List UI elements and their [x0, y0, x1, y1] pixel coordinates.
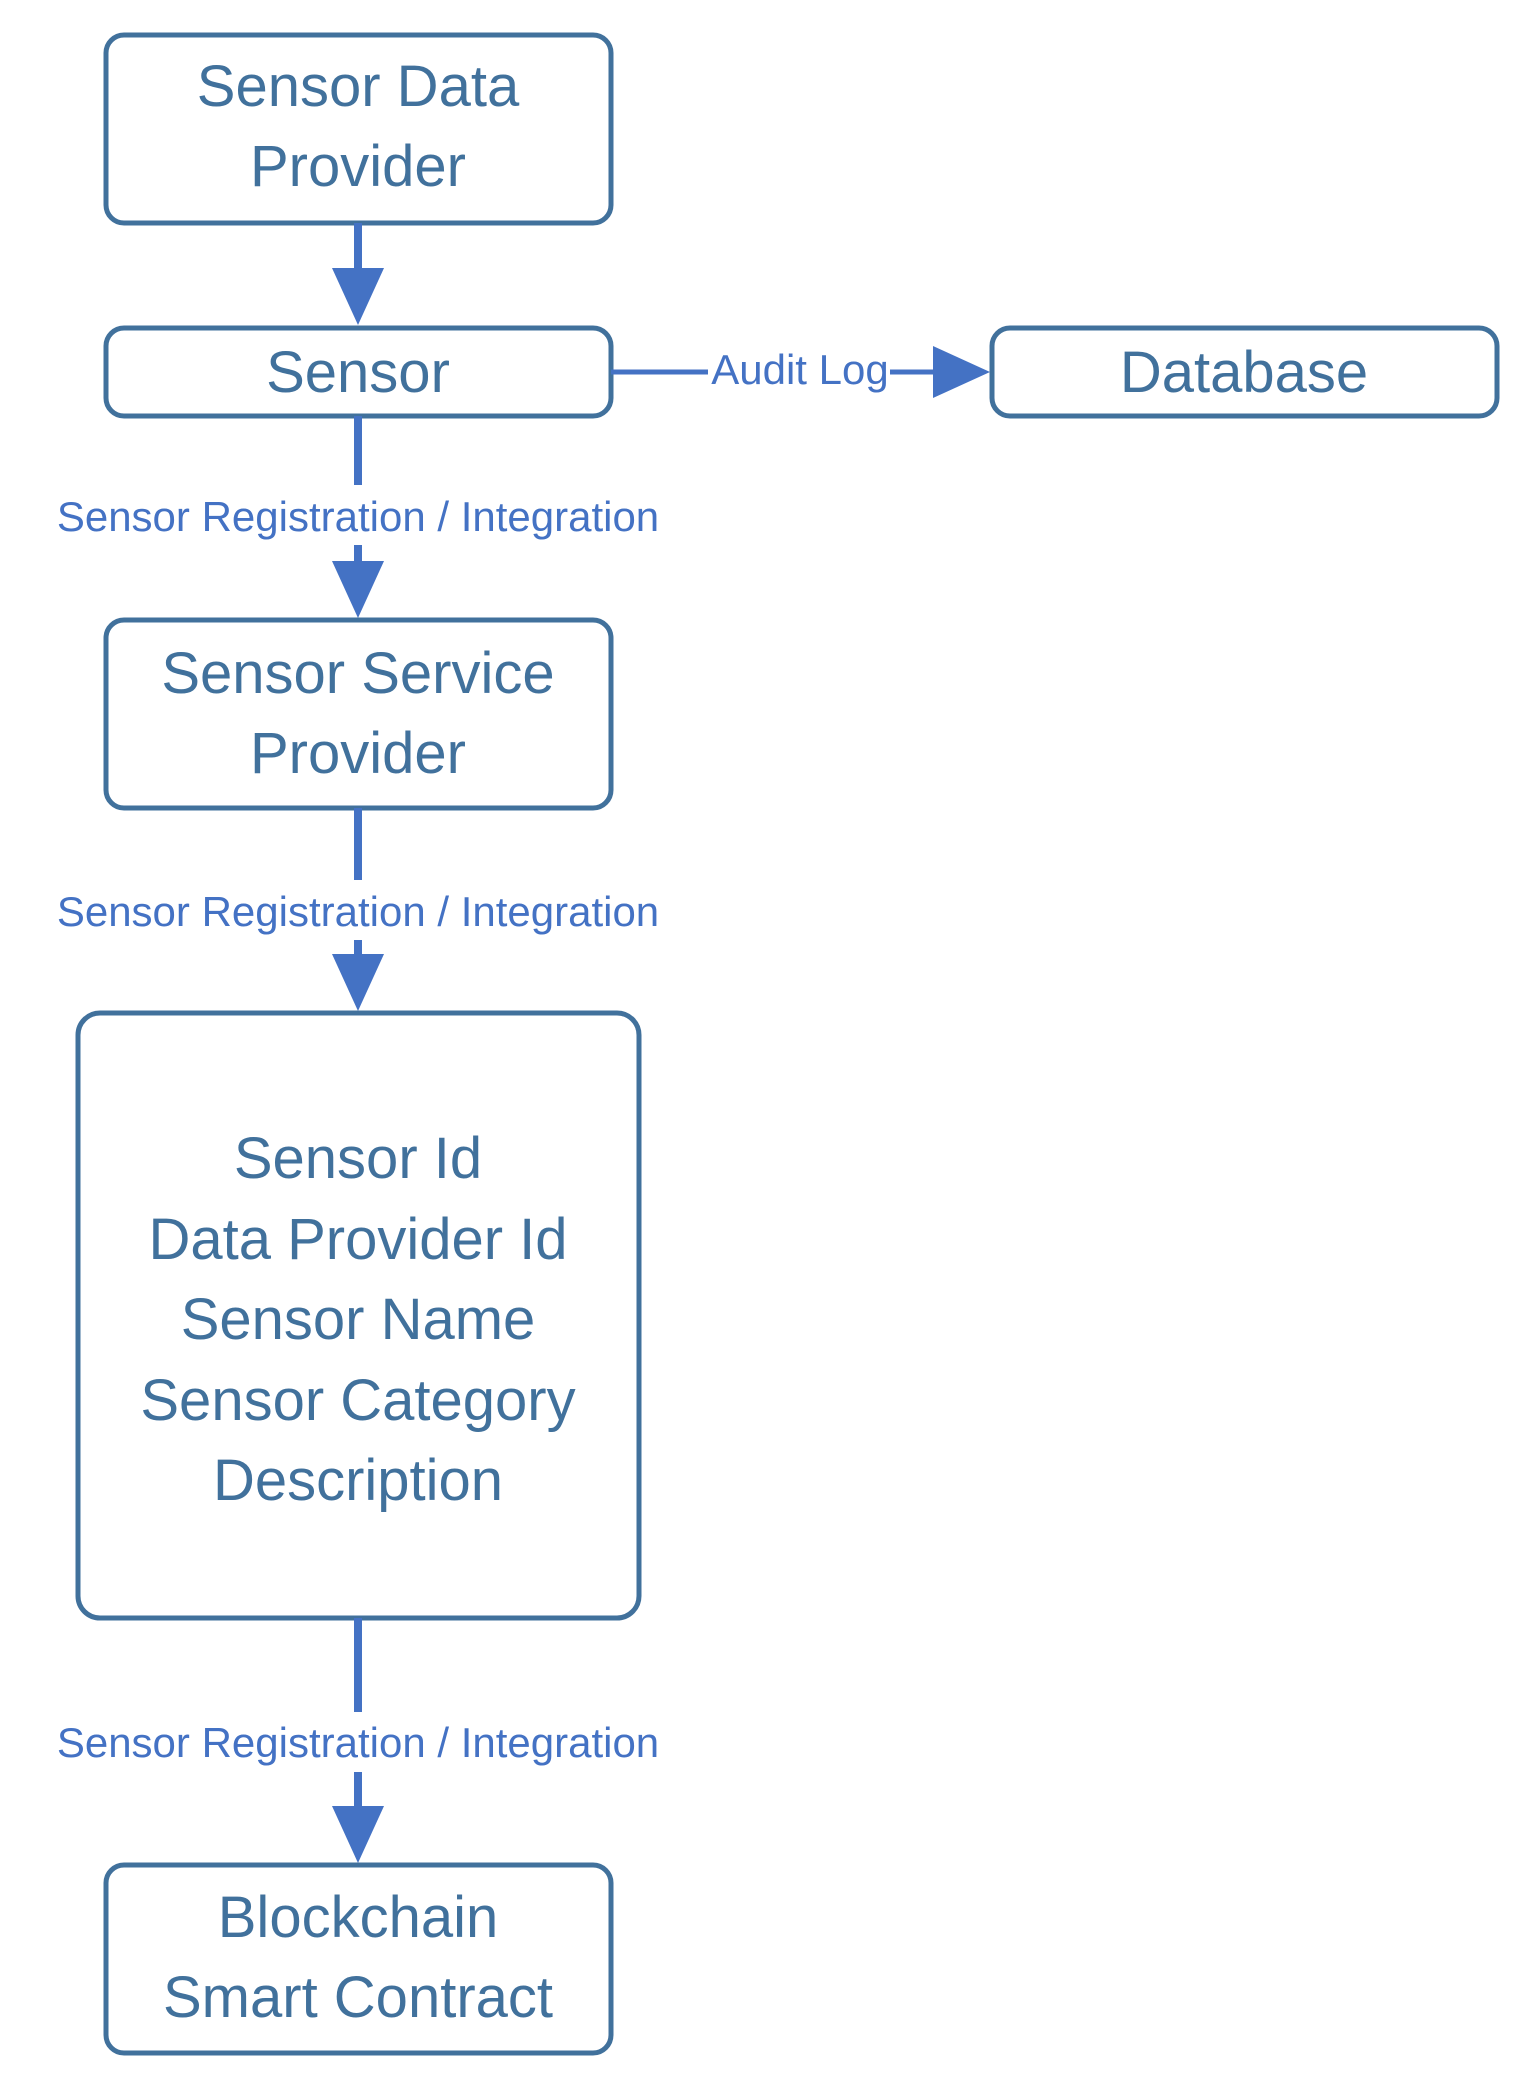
field-description: Description: [213, 1448, 503, 1513]
sensor-service-provider-label-line-2: Provider: [250, 721, 466, 786]
sensor-label: Sensor: [266, 340, 450, 405]
sensor-data-provider-label-line-2: Provider: [250, 134, 466, 199]
database-box: [989, 325, 1500, 419]
field-sensor-category: Sensor Category: [140, 1368, 575, 1433]
sensor-service-provider-label-line-1: Sensor Service: [161, 641, 554, 706]
arrow-record-to-blockchain: [332, 1618, 384, 1863]
field-sensor-id: Sensor Id: [234, 1126, 482, 1191]
blockchain-smart-contract-label-line-2: Smart Contract: [163, 1965, 553, 2030]
arrow-service-provider-to-record: [332, 808, 384, 1011]
field-sensor-name: Sensor Name: [181, 1287, 536, 1352]
blockchain-smart-contract-box: [103, 1862, 614, 2056]
blockchain-smart-contract-label-line-1: Blockchain: [218, 1885, 498, 1950]
database-label: Database: [1120, 340, 1368, 405]
registration-label-2: Sensor Registration / Integration: [57, 888, 659, 935]
arrow-sensor-to-database: [611, 346, 990, 398]
sensor-data-provider-label-line-1: Sensor Data: [197, 54, 520, 119]
arrow-provider-to-sensor: [332, 223, 384, 325]
audit-log-label: Audit Log: [711, 346, 888, 393]
arrow-sensor-to-service-provider: [332, 416, 384, 618]
field-data-provider-id: Data Provider Id: [148, 1207, 567, 1272]
registration-label-3: Sensor Registration / Integration: [57, 1719, 659, 1766]
registration-label-1: Sensor Registration / Integration: [57, 493, 659, 540]
